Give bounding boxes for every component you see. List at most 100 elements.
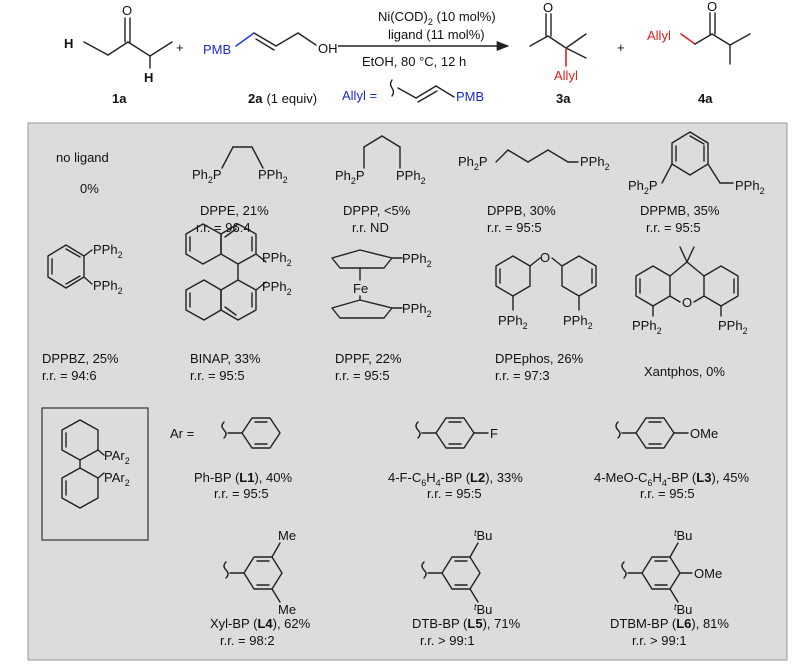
label-1a: 1a: [112, 91, 127, 106]
svg-text:PPh2: PPh2: [498, 313, 528, 331]
svg-text:Ph2P: Ph2P: [628, 178, 658, 196]
no-ligand-yield: 0%: [80, 181, 99, 196]
ligand-name: BINAP, 33%: [190, 351, 261, 366]
f-atom: F: [490, 426, 498, 441]
me-group: Me: [278, 602, 296, 617]
rr-value-l4: r.r. = 98:2: [220, 633, 275, 648]
rr-value-l3: r.r. = 95:5: [640, 486, 695, 501]
o-atom: O: [540, 250, 550, 265]
svg-text:PAr2: PAr2: [104, 470, 130, 488]
ligand-dppp: Ph2P PPh2 DPPP, <5% r.r. ND: [335, 135, 426, 235]
ligand-name: Xantphos, 0%: [644, 364, 725, 379]
label-4a: 4a: [698, 91, 713, 106]
ligand-name-l6: DTBM-BP (L6), 81%: [610, 616, 729, 631]
label-3a: 3a: [556, 91, 571, 106]
svg-text:PPh2: PPh2: [262, 279, 292, 297]
svg-text:PPh2: PPh2: [93, 278, 123, 296]
plus-sign: +: [176, 40, 184, 55]
rr-value: r.r. = 97:3: [495, 368, 550, 383]
tbu-group: tBu: [674, 602, 692, 617]
svg-text:PPh2: PPh2: [402, 301, 432, 319]
ligand-name-l4: Xyl-BP (L4), 62%: [210, 616, 311, 631]
ligand-name-l3: 4-MeO-C6H4-BP (L3), 45%: [594, 470, 749, 488]
h-atom: H: [144, 70, 153, 85]
o-atom: O: [707, 0, 717, 14]
ligand-name: DPEphos, 26%: [495, 351, 584, 366]
ligand-name-l5: DTB-BP (L5), 71%: [412, 616, 521, 631]
oh-group: OH: [318, 41, 338, 56]
rr-value: r.r. = 95:5: [646, 220, 701, 235]
ligand-name: DPPP, <5%: [343, 203, 411, 218]
tbu-group: tBu: [674, 528, 692, 543]
ligand-name: DPPBZ, 25%: [42, 351, 119, 366]
biaryl-template: PAr2 PAr2: [41, 407, 149, 541]
svg-text:PPh2: PPh2: [402, 251, 432, 269]
rr-value-l1: r.r. = 95:5: [214, 486, 269, 501]
ligand-name-l1: Ph-BP (L1), 40%: [194, 470, 292, 485]
svg-text:Ph2P: Ph2P: [335, 168, 365, 186]
ligand-dppb: Ph2P PPh2 DPPB, 30% r.r. = 95:5: [458, 149, 610, 235]
ligand-dppe: Ph2P PPh2 DPPE, 21% r.r. = 96:4: [192, 146, 288, 235]
aryl-xylyl: Me Me: [223, 528, 296, 617]
ligand-name-l2: 4-F-C6H4-BP (L2), 33%: [388, 470, 523, 488]
label-2a: 2a(1 equiv): [248, 91, 317, 106]
ligand-name: DPPE, 21%: [200, 203, 269, 218]
product-3a: O Allyl 3a: [529, 0, 587, 106]
aryl-tbu: tBu tBu: [421, 528, 492, 617]
ligand-dppmb: Ph2P PPh2 DPPMB, 35% r.r. = 95:5: [628, 131, 765, 235]
svg-text:PAr2: PAr2: [104, 448, 130, 466]
rr-value: r.r. = 95:5: [487, 220, 542, 235]
pmb-group: PMB: [203, 42, 231, 57]
no-ligand-label: no ligand: [56, 150, 109, 165]
allyl-group: Allyl: [647, 28, 671, 43]
ligand-dppbz: PPh2 PPh2 DPPBZ, 25% r.r. = 94:6: [42, 242, 123, 383]
svg-text:PPh2: PPh2: [563, 313, 593, 331]
ligand-name: DPPMB, 35%: [640, 203, 720, 218]
svg-text:PPh2: PPh2: [396, 168, 426, 186]
svg-text:PPh2: PPh2: [735, 178, 765, 196]
rr-value-l6: r.r. > 99:1: [632, 633, 687, 648]
ligand-dppf: Fe PPh2 PPh2 DPPF, 22% r.r. = 95:5: [331, 249, 432, 383]
plus-sign: +: [617, 40, 625, 55]
o-atom: O: [543, 0, 553, 15]
svg-text:PPh2: PPh2: [718, 318, 748, 336]
reactant-2a: PMB OH 2a(1 equiv): [203, 32, 338, 106]
ome-group: OMe: [694, 566, 722, 581]
pmb-group: PMB: [456, 89, 484, 104]
ligand-panel: [27, 122, 788, 661]
svg-text:PPh2: PPh2: [93, 242, 123, 260]
rr-value: r.r. = 95:5: [335, 368, 390, 383]
aryl-4-f: F: [415, 417, 498, 449]
aryl-tbu-ome: tBu OMe tBu: [621, 528, 722, 617]
ligand-text: ligand (11 mol%): [388, 27, 485, 42]
rr-value-l2: r.r. = 95:5: [427, 486, 482, 501]
svg-text:Ph2P: Ph2P: [192, 167, 222, 185]
solvent-text: EtOH, 80 °C, 12 h: [362, 54, 466, 69]
ar-definition: Ar =: [170, 426, 194, 441]
ligand-name: DPPF, 22%: [335, 351, 402, 366]
allyl-group: Allyl: [554, 68, 578, 83]
o-atom: O: [682, 295, 692, 310]
svg-text:PPh2: PPh2: [262, 250, 292, 268]
svg-text:PPh2: PPh2: [258, 167, 288, 185]
catalyst-text: Ni(COD)2 (10 mol%): [378, 9, 496, 27]
ligand-binap: PPh2 PPh2 BINAP, 33% r.r. = 95:5: [185, 223, 292, 383]
conditions: Ni(COD)2 (10 mol%) ligand (11 mol%) EtOH…: [338, 9, 510, 104]
o-atom: O: [122, 3, 132, 18]
tbu-group: tBu: [474, 528, 492, 543]
svg-text:PPh2: PPh2: [580, 154, 610, 172]
aryl-4-ome: OMe: [615, 417, 718, 449]
rr-value: r.r. = 95:5: [190, 368, 245, 383]
svg-text:PPh2: PPh2: [632, 318, 662, 336]
ligand-dpephos: O PPh2 PPh2 DPEphos, 26% r.r. = 97:3: [495, 250, 597, 383]
me-group: Me: [278, 528, 296, 543]
fe-atom: Fe: [353, 281, 368, 296]
h-atom: H: [64, 36, 73, 51]
rr-value-l5: r.r. > 99:1: [420, 633, 475, 648]
ome-group: OMe: [690, 426, 718, 441]
wavy-bond: [389, 79, 395, 97]
ligand-name: DPPB, 30%: [487, 203, 556, 218]
aryl-phenyl: [221, 417, 281, 449]
rr-value: r.r. ND: [352, 220, 389, 235]
